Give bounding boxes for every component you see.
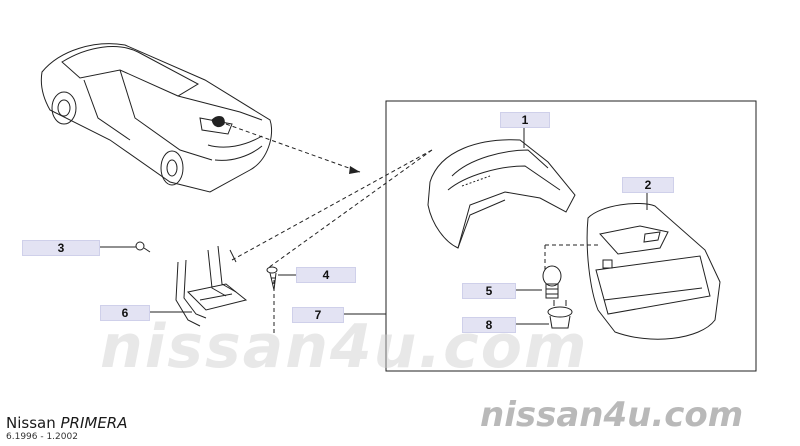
callout-7[interactable]: 7 <box>292 307 344 323</box>
callout-4[interactable]: 4 <box>296 267 356 283</box>
callout-8[interactable]: 8 <box>462 317 516 333</box>
assembly-frame <box>385 100 757 372</box>
bulb-part <box>542 265 562 299</box>
callout-1[interactable]: 1 <box>500 112 550 128</box>
clip-part <box>135 241 151 253</box>
production-dates: 6.1996 - 1.2002 <box>6 432 78 442</box>
callout-6[interactable]: 6 <box>100 305 150 321</box>
bracket-part <box>175 245 248 327</box>
watermark-bottom: nissan4u.com <box>480 395 744 435</box>
socket-part <box>547 300 573 329</box>
lamp-lens-part <box>586 203 721 340</box>
model-title: Nissan PRIMERA <box>6 414 128 432</box>
screw-part <box>266 266 278 291</box>
model-name: PRIMERA <box>60 414 128 432</box>
callout-3[interactable]: 3 <box>22 240 100 256</box>
brand-name: Nissan <box>6 414 56 432</box>
callout-2[interactable]: 2 <box>622 177 674 193</box>
callout-5[interactable]: 5 <box>462 283 516 299</box>
car-illustration <box>40 43 273 193</box>
lamp-cover-part <box>427 139 576 249</box>
